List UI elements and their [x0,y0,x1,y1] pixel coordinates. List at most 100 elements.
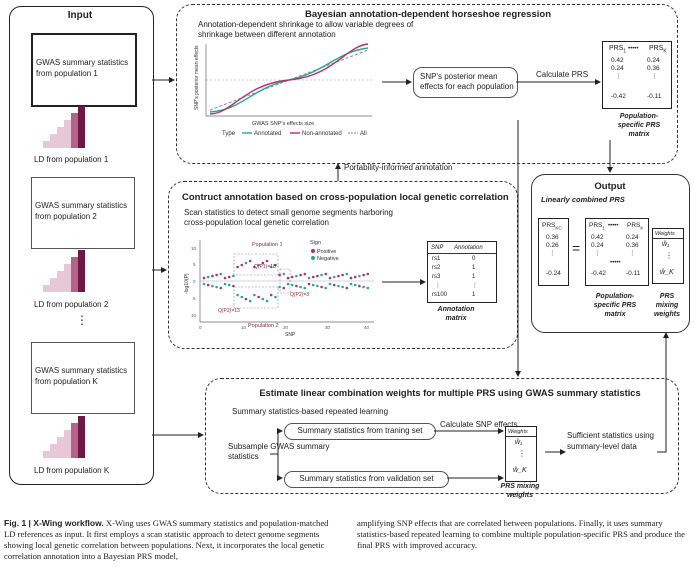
xtick-2: 20 [283,325,289,330]
scan-point [227,283,231,287]
scan-point [290,283,294,287]
repeated-learning-label: Summary statistics-based repeated learni… [232,407,389,416]
scan-point [286,276,290,280]
ld-cell [71,120,78,127]
ld-cell [50,141,57,148]
scan-point [349,282,353,286]
scan-point [320,273,323,277]
scan-point [295,274,298,278]
sufficient-stats-label: Sufficient statistics using summary-leve… [567,431,655,451]
ld-cell [71,430,78,437]
ld-cell [64,444,71,451]
ld-cell [71,437,78,444]
ld-cell [78,264,85,271]
scan-point [358,284,361,288]
estimate-panel [205,378,679,494]
ld-cell [64,278,71,285]
scan-point [324,286,328,290]
q1-label: Q(P1)=18 [254,264,276,270]
ld-cell [64,271,71,278]
q3-label: Q(P2)=3 [290,292,309,298]
ld-cell [57,134,64,141]
xtick-0: 0 [199,325,202,330]
legend-nonannotated: Non-annotated [302,131,342,137]
ld-cell [78,127,85,134]
scan-point [353,283,357,287]
scan-point [307,282,311,286]
q2-label: Q(P2)=13 [218,308,240,314]
ld-cell [78,278,85,285]
ld-cell [57,285,64,292]
scan-point [274,263,277,267]
scan-point [366,272,370,276]
ld-cell [57,444,64,451]
ld-cell [57,278,64,285]
ld-cell [43,285,50,292]
ld-cell [57,437,64,444]
scan-point [232,274,235,278]
scan-point [332,275,336,279]
ld-cell [71,127,78,134]
output-matrix-label: Population-specific PRS matrix [593,293,637,318]
ytick-2: 0 [193,279,196,284]
scan-point [316,274,319,278]
estimate-weights-head: Weights [508,429,528,435]
scan-point [345,286,349,290]
prs-kc-head: PRS [542,222,556,229]
ytick-0: 10 [191,246,197,251]
ld-cell [71,134,78,141]
gwas-pop2-box: GWAS summary statistics from population … [31,177,135,249]
training-set-label: Summary statistics from traning set [297,426,423,435]
ld-cell [78,271,85,278]
scan-point [206,283,210,287]
scatter-points [202,259,370,303]
ld-cell [64,134,71,141]
pop1-label: Population 1 [252,242,283,248]
ld-cell [71,257,78,264]
prs-matrix-label: Population-specific PRS matrix [617,113,661,138]
annotation-desc: Scan statistics to detect small genome s… [184,208,393,227]
estimate-wk: ŵ_K [513,467,527,474]
sign-title: Sign [310,240,321,246]
scan-point [303,286,307,290]
ld-cell [57,451,64,458]
validation-set-box: Summary statistics from validation set [284,471,449,488]
scan-point [341,285,344,289]
scan-point [265,259,269,263]
output-title: Output [594,181,626,192]
scan-point [328,282,332,286]
scan-point [269,293,273,297]
scan-point [265,299,269,303]
scan-point [269,265,273,269]
scan-point [223,282,227,286]
ld-pop1-label: LD from population 1 [34,155,109,164]
output-weights-label: PRS mixing weights [653,293,681,318]
output-weights-head: Weights [655,231,675,237]
scan-point [320,285,323,289]
legend-type: Type [222,131,236,137]
xtick-4: 40 [364,325,370,330]
ld-matrix-popK [43,416,85,458]
sign-positive: Positive [317,249,336,255]
scan-point [299,285,302,289]
ld-cell [78,250,85,257]
ld-matrix-pop2 [43,250,85,292]
ld-cell [64,127,71,134]
scan-point [215,273,218,277]
plot-ylabel: SNP's posterior mean effects [194,45,200,110]
ld-cell [78,444,85,451]
ld-cell [78,134,85,141]
scan-point [349,276,353,280]
scan-point [341,273,344,277]
curve-all [209,49,369,111]
ld-cell [43,451,50,458]
pop2-label: Population 2 [248,323,279,329]
ld-cell [64,120,71,127]
vertical-dots: ⋮ [76,313,88,327]
scan-point [278,285,281,289]
